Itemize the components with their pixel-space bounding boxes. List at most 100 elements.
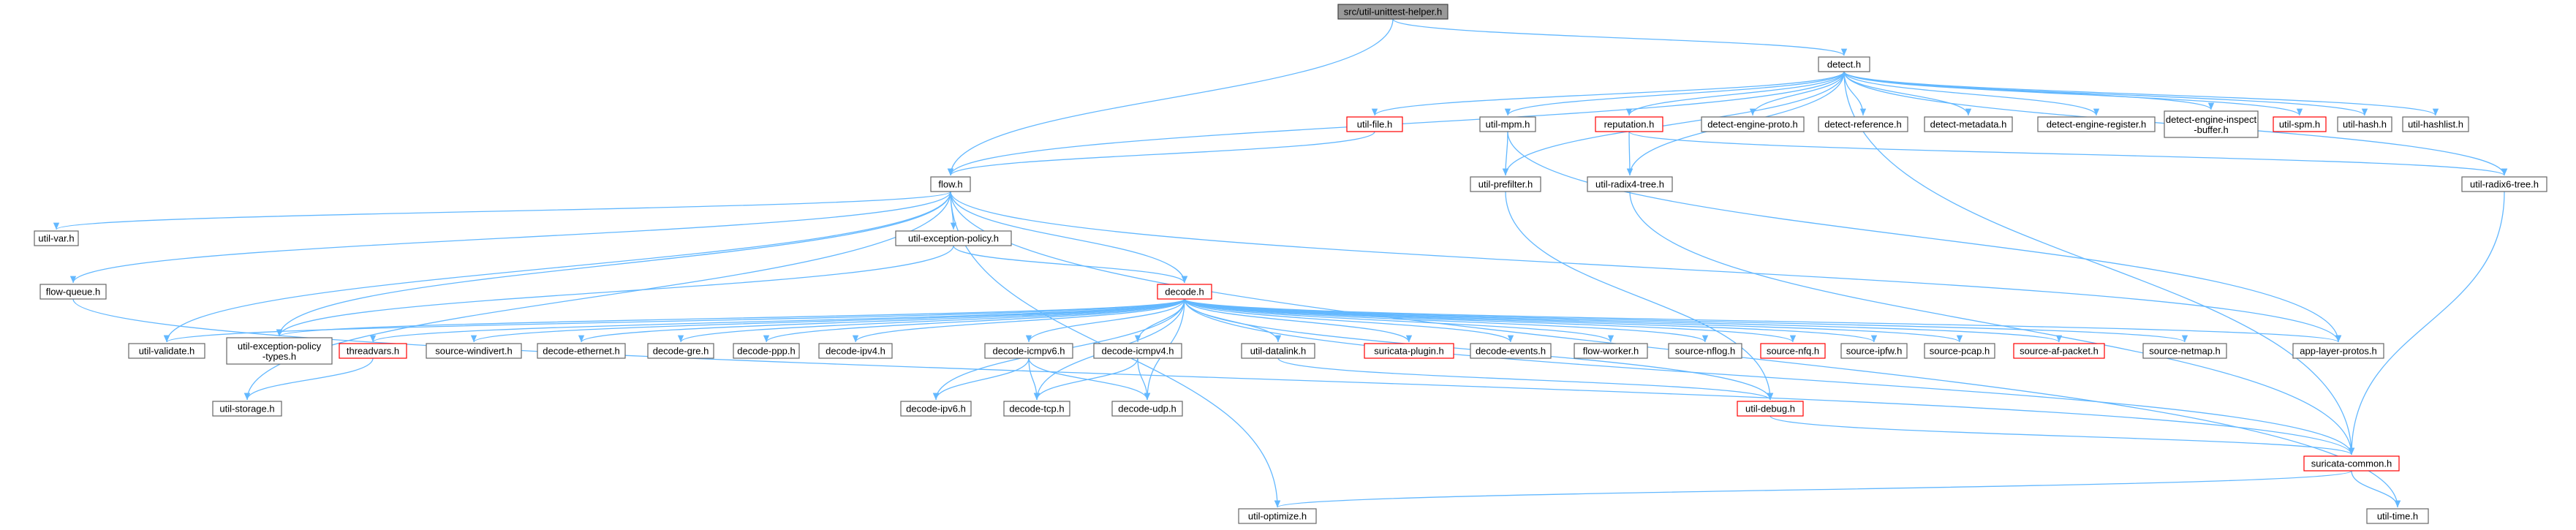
node-box-storage bbox=[212, 401, 282, 417]
node-decgre[interactable]: decode-gre.h bbox=[647, 343, 714, 359]
node-box-afpacket bbox=[2013, 343, 2105, 359]
node-utiltime[interactable]: util-time.h bbox=[2366, 508, 2429, 524]
node-decicmpv4[interactable]: decode-icmpv4.h bbox=[1093, 343, 1182, 359]
node-nfq[interactable]: source-nfq.h bbox=[1760, 343, 1826, 359]
edge-decode-to-decevents bbox=[1184, 298, 1514, 343]
edge-exceptpolicy-to-decode bbox=[953, 245, 1188, 284]
node-exceptpolicy[interactable]: util-exception-policy.h bbox=[895, 230, 1012, 246]
node-box-dectcp bbox=[1003, 401, 1070, 417]
node-datalink[interactable]: util-datalink.h bbox=[1241, 343, 1315, 359]
node-radix4[interactable]: util-radix4-tree.h bbox=[1587, 176, 1673, 192]
edge-detect-to-utilhashlist bbox=[1843, 71, 2439, 116]
edge-flow-to-eptypes bbox=[276, 191, 951, 337]
node-decicmpv6[interactable]: decode-icmpv6.h bbox=[984, 343, 1073, 359]
node-flow[interactable]: flow.h bbox=[930, 176, 971, 192]
node-deproto[interactable]: detect-engine-proto.h bbox=[1701, 116, 1805, 132]
edge-decode-to-decgre bbox=[678, 298, 1185, 343]
node-box-reputation bbox=[1595, 116, 1663, 132]
node-dref[interactable]: detect-reference.h bbox=[1818, 116, 1908, 132]
node-box-flowworker bbox=[1574, 343, 1648, 359]
node-nflog[interactable]: source-nflog.h bbox=[1668, 343, 1742, 359]
edge-radix6-to-common bbox=[2348, 191, 2505, 455]
node-utilhashlist[interactable]: util-hashlist.h bbox=[2402, 116, 2469, 132]
node-utilfile[interactable]: util-file.h bbox=[1346, 116, 1403, 132]
node-storage[interactable]: util-storage.h bbox=[212, 401, 282, 417]
node-label-utilfile: util-file.h bbox=[1357, 119, 1392, 130]
node-ipfw[interactable]: source-ipfw.h bbox=[1840, 343, 1908, 359]
node-box-decppp bbox=[733, 343, 800, 359]
node-eptypes[interactable]: util-exception-policy-types.h bbox=[226, 337, 333, 365]
node-decudp[interactable]: decode-udp.h bbox=[1111, 401, 1183, 417]
node-label-eptypes: util-exception-policy-types.h bbox=[238, 341, 322, 362]
node-box-nflog bbox=[1668, 343, 1742, 359]
node-label-detect: detect.h bbox=[1827, 59, 1861, 70]
node-label-exceptpolicy: util-exception-policy.h bbox=[908, 233, 999, 244]
node-box-pcap bbox=[1924, 343, 1995, 359]
edge-decode-to-flowworker bbox=[1184, 298, 1614, 343]
node-label-decppp: decode-ppp.h bbox=[737, 346, 796, 357]
node-dectcp[interactable]: decode-tcp.h bbox=[1003, 401, 1070, 417]
node-decppp[interactable]: decode-ppp.h bbox=[733, 343, 800, 359]
node-label-deproto: detect-engine-proto.h bbox=[1707, 119, 1798, 130]
node-radix6[interactable]: util-radix6-tree.h bbox=[2461, 176, 2547, 192]
node-deceth[interactable]: decode-ethernet.h bbox=[537, 343, 626, 359]
node-box-dereg bbox=[2037, 116, 2156, 132]
node-utilvar[interactable]: util-var.h bbox=[34, 230, 79, 246]
node-threadvars[interactable]: threadvars.h bbox=[339, 343, 407, 359]
node-decipv4[interactable]: decode-ipv4.h bbox=[818, 343, 893, 359]
edge-detect-to-utilspm bbox=[1843, 71, 2303, 116]
node-label-decicmpv4: decode-icmpv4.h bbox=[1102, 346, 1174, 357]
node-box-deceth bbox=[537, 343, 626, 359]
node-label-dref: detect-reference.h bbox=[1824, 119, 1902, 130]
node-box-decicmpv4 bbox=[1093, 343, 1182, 359]
node-label-prefilter: util-prefilter.h bbox=[1478, 179, 1533, 190]
edge-utilmpm-to-applayer bbox=[1507, 131, 2342, 343]
node-validate[interactable]: util-validate.h bbox=[128, 343, 205, 359]
edge-decode-to-deceth bbox=[578, 298, 1185, 343]
node-utilhash[interactable]: util-hash.h bbox=[2337, 116, 2392, 132]
edge-flow-to-utilvar bbox=[53, 191, 951, 230]
edge-detect-to-prefilter bbox=[1502, 71, 1845, 176]
node-flowqueue[interactable]: flow-queue.h bbox=[39, 284, 107, 300]
node-applayer[interactable]: app-layer-protos.h bbox=[2292, 343, 2384, 359]
nodes-layer: src/util-unittest-helper.hdetect.hflow.h… bbox=[34, 4, 2547, 524]
node-label-dectcp: decode-tcp.h bbox=[1009, 404, 1064, 414]
node-box-common bbox=[2303, 455, 2400, 472]
node-label-dereg: detect-engine-register.h bbox=[2047, 119, 2147, 130]
node-reputation[interactable]: reputation.h bbox=[1595, 116, 1663, 132]
node-pcap[interactable]: source-pcap.h bbox=[1924, 343, 1995, 359]
node-label-decevents: decode-events.h bbox=[1476, 346, 1546, 357]
node-afpacket[interactable]: source-af-packet.h bbox=[2013, 343, 2105, 359]
node-decipv6[interactable]: decode-ipv6.h bbox=[900, 401, 972, 417]
node-decevents[interactable]: decode-events.h bbox=[1470, 343, 1552, 359]
edge-decode-to-eptypes bbox=[276, 298, 1185, 337]
edge-decode-to-applayer bbox=[1184, 298, 2341, 343]
node-plugin[interactable]: suricata-plugin.h bbox=[1364, 343, 1454, 359]
node-prefilter[interactable]: util-prefilter.h bbox=[1470, 176, 1541, 192]
node-netmap[interactable]: source-netmap.h bbox=[2142, 343, 2227, 359]
edge-detect-to-utilhash bbox=[1843, 71, 2368, 116]
node-dmeta[interactable]: detect-metadata.h bbox=[1924, 116, 2013, 132]
node-utilmpm[interactable]: util-mpm.h bbox=[1479, 116, 1536, 132]
node-decode[interactable]: decode.h bbox=[1157, 284, 1212, 300]
node-deinsp[interactable]: detect-engine-inspect-buffer.h bbox=[2164, 110, 2259, 138]
node-debug[interactable]: util-debug.h bbox=[1737, 401, 1804, 417]
edge-flow-to-flowqueue bbox=[70, 191, 951, 284]
node-label-validate: util-validate.h bbox=[139, 346, 195, 357]
edge-decode-to-decipv4 bbox=[852, 298, 1185, 343]
node-label-optimize: util-optimize.h bbox=[1248, 511, 1307, 522]
edge-datalink-to-debug bbox=[1277, 357, 1773, 401]
node-detect[interactable]: detect.h bbox=[1818, 56, 1870, 72]
node-common[interactable]: suricata-common.h bbox=[2303, 455, 2400, 472]
node-optimize[interactable]: util-optimize.h bbox=[1238, 508, 1317, 524]
node-dereg[interactable]: detect-engine-register.h bbox=[2037, 116, 2156, 132]
node-windivert[interactable]: source-windivert.h bbox=[426, 343, 522, 359]
node-utilspm[interactable]: util-spm.h bbox=[2273, 116, 2327, 132]
edge-utilmpm-to-prefilter bbox=[1502, 131, 1509, 176]
node-box-utilvar bbox=[34, 230, 79, 246]
node-label-applayer: app-layer-protos.h bbox=[2300, 346, 2377, 357]
node-label-utilvar: util-var.h bbox=[38, 233, 74, 244]
edges-layer bbox=[53, 18, 2508, 508]
node-label-utiltime: util-time.h bbox=[2377, 511, 2418, 522]
node-flowworker[interactable]: flow-worker.h bbox=[1574, 343, 1648, 359]
